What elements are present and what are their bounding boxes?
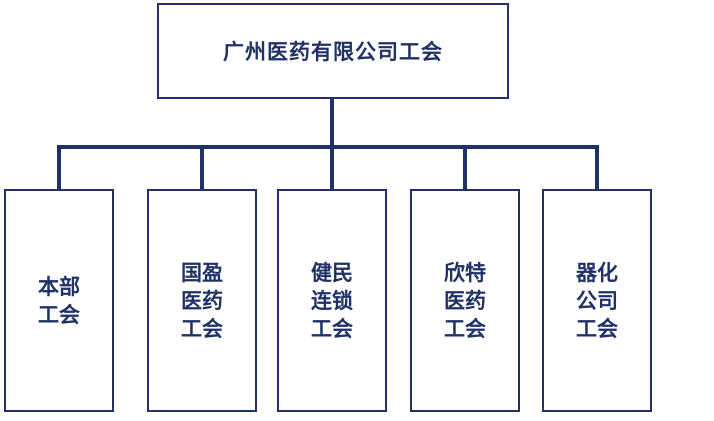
child-node-5: 器化 公司 工会 xyxy=(542,189,652,412)
drop-line-5 xyxy=(595,145,599,190)
drop-line-2 xyxy=(200,145,204,190)
drop-line-1 xyxy=(57,145,61,190)
child-node-1: 本部 工会 xyxy=(4,189,114,412)
drop-line-4 xyxy=(463,145,467,190)
branch-bar xyxy=(57,145,599,149)
child-node-label: 欣特 医药 工会 xyxy=(444,260,486,341)
child-node-3: 健民 连锁 工会 xyxy=(277,189,387,412)
child-node-label: 国盈 医药 工会 xyxy=(181,260,223,341)
child-node-label: 器化 公司 工会 xyxy=(576,260,618,341)
drop-line-3 xyxy=(330,145,334,190)
child-node-4: 欣特 医药 工会 xyxy=(410,189,520,412)
child-node-2: 国盈 医药 工会 xyxy=(147,189,257,412)
child-node-label: 本部 工会 xyxy=(38,274,80,327)
root-node-label: 广州医药有限公司工会 xyxy=(223,40,443,64)
trunk-line xyxy=(330,99,334,147)
root-node: 广州医药有限公司工会 xyxy=(157,3,509,99)
child-node-label: 健民 连锁 工会 xyxy=(311,260,353,341)
